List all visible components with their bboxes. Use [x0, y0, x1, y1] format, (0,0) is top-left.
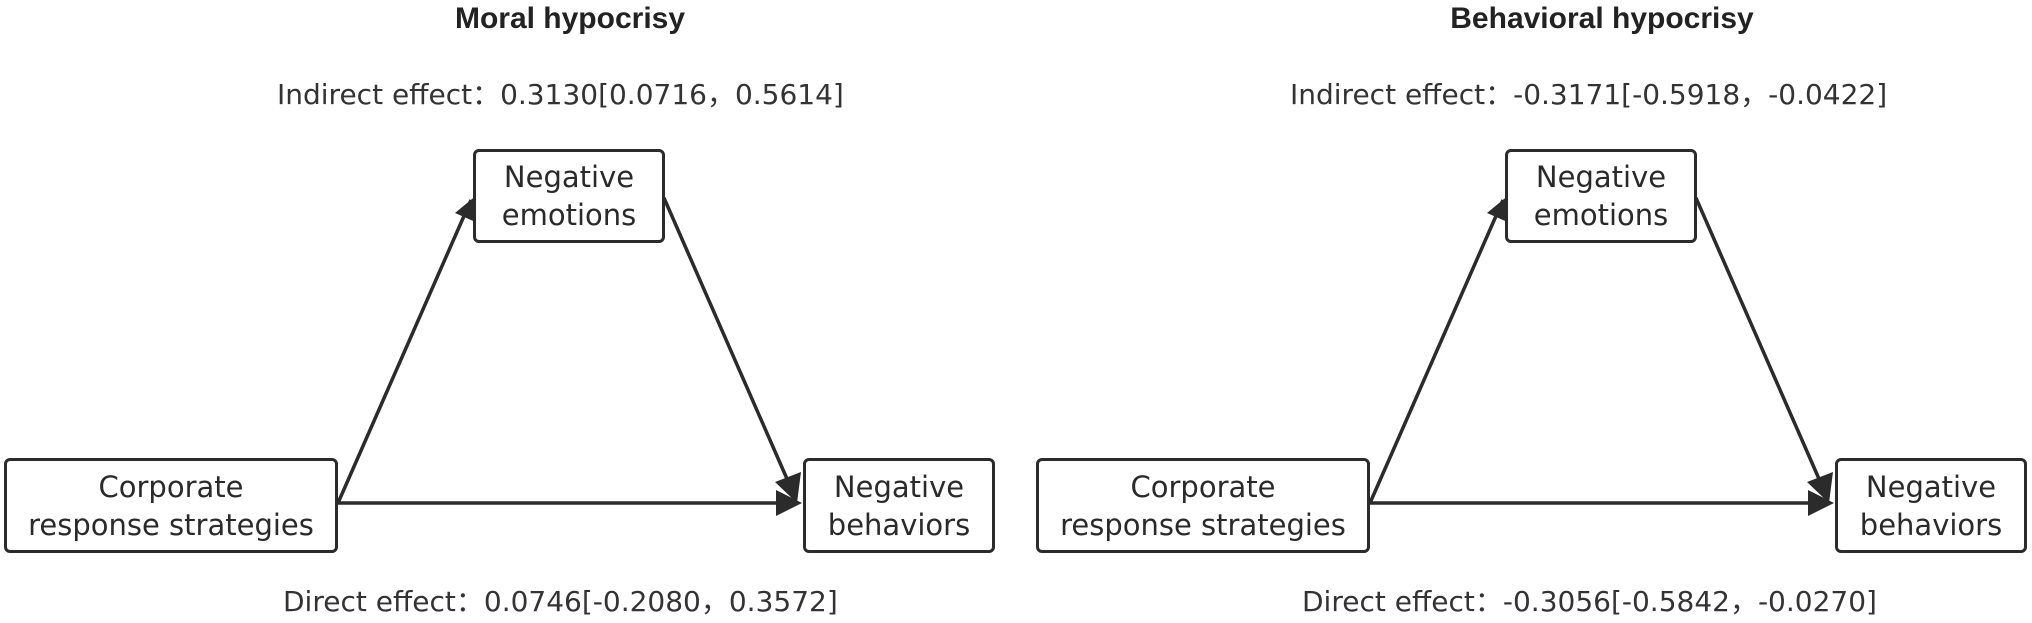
direct-effect-text: Direct effect：0.0746[-0.2080，0.3572]: [283, 583, 838, 621]
label-separator: ：: [472, 78, 501, 111]
mediator-line-1: Negative: [503, 160, 635, 194]
label-separator: ：: [1485, 78, 1514, 111]
direct-effect-value: 0.0746[-0.2080，0.3572]: [483, 585, 838, 618]
predictor-line-2: response strategies: [1060, 507, 1346, 542]
mediator-line-2: emotions: [501, 198, 637, 232]
path-b-arrow: [662, 197, 793, 489]
mediator-node: Negative emotions: [473, 149, 665, 243]
behavioral-hypocrisy-panel: Behavioral hypocrisy Indirect effect：-0.…: [1032, 0, 2032, 623]
outcome-line-2: behaviors: [827, 507, 971, 542]
indirect-effect-value: 0.3130[0.0716，0.5614]: [500, 78, 844, 111]
direct-effect-label: Direct effect: [1302, 585, 1475, 618]
direct-effect-text: Direct effect：-0.3056[-0.5842，-0.0270]: [1302, 583, 1877, 621]
direct-effect-label: Direct effect: [283, 585, 456, 618]
outcome-node: Negative behaviors: [1835, 458, 2027, 553]
predictor-node: Corporate response strategies: [1036, 458, 1370, 553]
path-b-arrow: [1694, 197, 1825, 489]
predictor-line-1: Corporate: [98, 469, 244, 504]
outcome-line-1: Negative: [1865, 469, 1997, 504]
outcome-line-1: Negative: [833, 469, 965, 504]
label-separator: ：: [455, 585, 484, 618]
indirect-effect-label: Indirect effect: [1290, 78, 1486, 111]
indirect-effect-text: Indirect effect：0.3130[0.0716，0.5614]: [277, 76, 844, 114]
path-b-arrowhead: [775, 472, 801, 503]
indirect-effect-label: Indirect effect: [277, 78, 473, 111]
path-c-arrowhead: [776, 490, 802, 516]
moral-hypocrisy-panel: Moral hypocrisy Indirect effect：0.3130[0…: [0, 0, 1000, 623]
label-separator: ：: [1474, 585, 1503, 618]
mediator-line-1: Negative: [1535, 160, 1667, 194]
panel-title: Moral hypocrisy: [454, 2, 686, 35]
path-arrows: [1368, 194, 1834, 516]
mediator-node: Negative emotions: [1505, 149, 1697, 243]
predictor-line-2: response strategies: [28, 507, 314, 542]
outcome-line-2: behaviors: [1859, 507, 2003, 542]
direct-effect-value: -0.3056[-0.5842，-0.0270]: [1502, 585, 1877, 618]
path-a-arrow: [1368, 199, 1505, 504]
path-a-arrow: [336, 199, 473, 504]
indirect-effect-value: -0.3171[-0.5918，-0.0422]: [1513, 78, 1888, 111]
mediator-line-2: emotions: [1533, 198, 1669, 232]
panel-title: Behavioral hypocrisy: [1450, 2, 1754, 35]
predictor-line-1: Corporate: [1130, 469, 1276, 504]
path-b-arrowhead: [1807, 472, 1833, 503]
indirect-effect-text: Indirect effect：-0.3171[-0.5918，-0.0422]: [1290, 76, 1887, 114]
predictor-node: Corporate response strategies: [4, 458, 338, 553]
path-c-arrowhead: [1808, 490, 1834, 516]
outcome-node: Negative behaviors: [803, 458, 995, 553]
